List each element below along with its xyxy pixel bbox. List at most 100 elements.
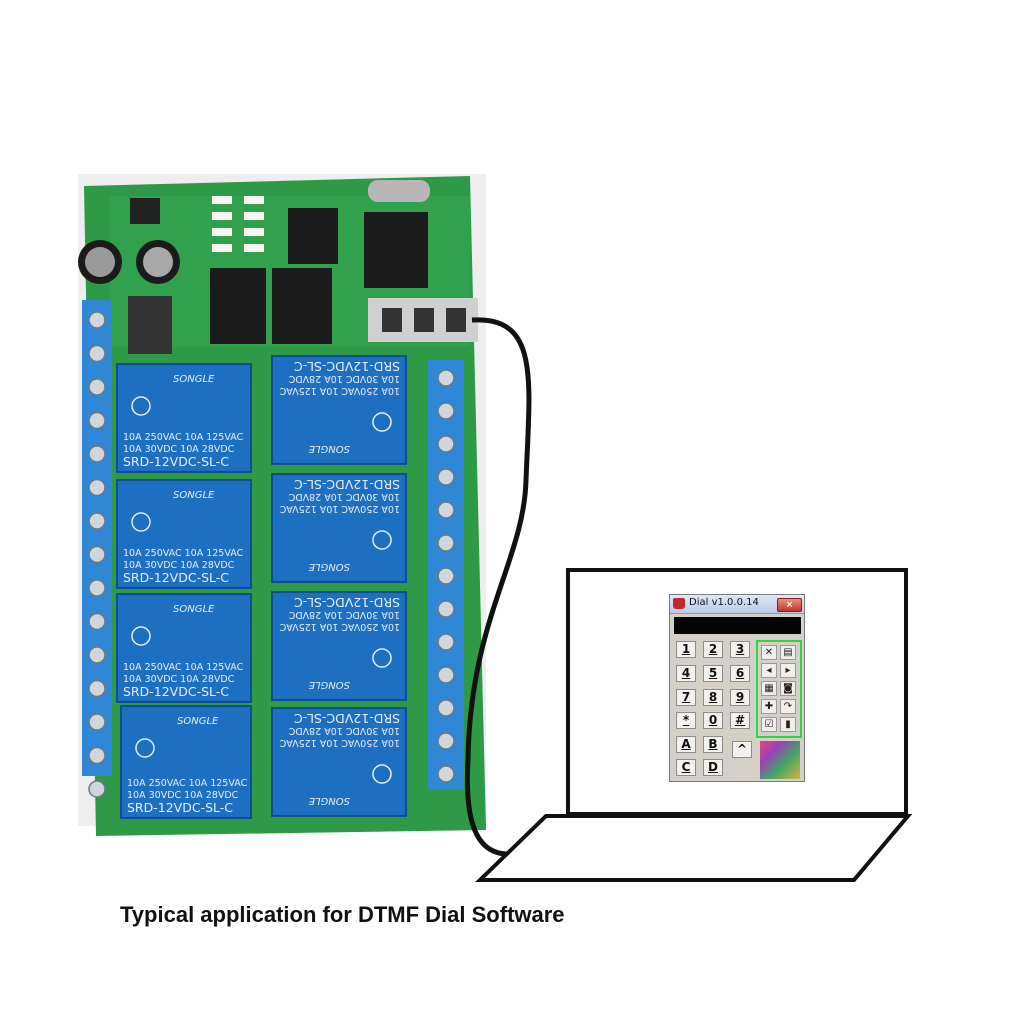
key-8[interactable]: 8 (703, 689, 723, 706)
checkbox-icon[interactable]: ☑ (761, 717, 777, 732)
terminal-screw (437, 699, 455, 717)
key-c[interactable]: C (676, 759, 696, 776)
relay-label: SRD-12VDC-SL-C (123, 454, 229, 469)
tool-panel: ✕ ▤ ◂ ▸ ▦ ◙ ✚ ↷ ☑ ▮ (756, 640, 802, 738)
relay-label: SONGLE (308, 443, 350, 454)
relay-label: SONGLE (177, 716, 219, 727)
relay-label: 10A 30VDC 10A 28VDC (123, 674, 235, 685)
redo-icon[interactable]: ↷ (780, 699, 796, 714)
key-3[interactable]: 3 (730, 641, 750, 658)
terminal-screw (437, 600, 455, 618)
reset-button (130, 198, 160, 224)
relay-label: 10A 30VDC 10A 28VDC (288, 725, 400, 736)
terminal-screw (437, 402, 455, 420)
info-icon[interactable]: ▮ (780, 717, 796, 732)
terminal-screw (437, 567, 455, 585)
relay-label: SONGLE (173, 374, 215, 385)
terminal-screw (88, 780, 106, 798)
ic-chip (272, 268, 332, 344)
key-d[interactable]: D (703, 759, 723, 776)
add-icon[interactable]: ✚ (761, 699, 777, 714)
relay-label: SONGLE (308, 795, 350, 806)
terminal-screw (437, 435, 455, 453)
relay-label: SRD-12VDC-SL-C (123, 684, 229, 699)
relay-label: 10A 250VAC 10A 125VAC (279, 737, 400, 748)
dial-titlebar[interactable]: Dial v1.0.0.14 × (670, 595, 804, 614)
key-a[interactable]: A (676, 736, 696, 753)
close-button[interactable]: × (777, 598, 802, 612)
ic-chip (210, 268, 266, 344)
ic-chip (364, 212, 428, 288)
terminal-screw (88, 713, 106, 731)
close-x-icon[interactable]: ✕ (761, 645, 777, 660)
terminal-screw (88, 746, 106, 765)
relay-label: SRD-12VDC-SL-C (294, 711, 400, 726)
terminal-screw (437, 732, 455, 750)
relay-label: 10A 250VAC 10A 125VAC (279, 385, 400, 396)
print-icon[interactable]: ▦ (761, 681, 777, 696)
key-6[interactable]: 6 (730, 665, 750, 682)
terminal-screw (88, 679, 106, 698)
rewind-icon[interactable]: ◂ (761, 663, 777, 678)
terminal-screw (437, 534, 455, 552)
key-0[interactable]: 0 (703, 712, 723, 729)
key-4[interactable]: 4 (676, 665, 696, 682)
relay-label: 10A 30VDC 10A 28VDC (123, 444, 235, 455)
terminal-screw (437, 666, 455, 684)
dial-app-window[interactable]: Dial v1.0.0.14 × 1 2 3 4 5 6 7 8 9 * 0 #… (669, 594, 805, 782)
play-icon[interactable]: ▸ (780, 663, 796, 678)
relay-label: SRD-12VDC-SL-C (123, 570, 229, 585)
key-5[interactable]: 5 (703, 665, 723, 682)
relay-label: 10A 30VDC 10A 28VDC (123, 560, 235, 571)
relay-label: 10A 30VDC 10A 28VDC (288, 373, 400, 384)
paste-icon[interactable]: ▤ (780, 645, 796, 660)
relay-label: 10A 30VDC 10A 28VDC (127, 790, 239, 801)
relay-label: 10A 250VAC 10A 125VAC (279, 621, 400, 632)
terminal-screw (88, 411, 106, 430)
key-b[interactable]: B (703, 736, 723, 753)
relay-label: 10A 30VDC 10A 28VDC (288, 609, 400, 620)
terminal-screw (437, 633, 455, 651)
dial-number-display (674, 617, 801, 634)
key-star[interactable]: * (676, 712, 696, 729)
relay-label: 10A 30VDC 10A 28VDC (288, 491, 400, 502)
terminal-screw (88, 512, 106, 530)
key-9[interactable]: 9 (730, 689, 750, 706)
relay-label: SONGLE (173, 490, 215, 501)
laptop-base (475, 814, 913, 882)
up-arrow-button[interactable]: ^ (732, 741, 752, 758)
key-hash[interactable]: # (730, 712, 750, 729)
relay-label: 10A 250VAC 10A 125VAC (123, 662, 244, 673)
terminal-screw (437, 369, 455, 387)
audio-cable (464, 317, 532, 857)
terminal-screw (88, 612, 106, 631)
key-1[interactable]: 1 (676, 641, 696, 658)
terminal-screw (437, 765, 455, 783)
relay-label: SONGLE (308, 561, 350, 572)
terminal-screw (88, 478, 106, 497)
camera-icon[interactable]: ◙ (780, 681, 796, 696)
relay-label: SRD-12VDC-SL-C (294, 595, 400, 610)
key-2[interactable]: 2 (703, 641, 723, 658)
caption: Typical application for DTMF Dial Softwa… (120, 902, 565, 927)
relay-label: 10A 250VAC 10A 125VAC (127, 778, 248, 789)
terminal-screw (437, 501, 455, 519)
relay-label: 10A 250VAC 10A 125VAC (123, 432, 244, 443)
terminal-screw (88, 646, 106, 664)
terminal-screw (88, 378, 106, 396)
relay-label: SONGLE (308, 679, 350, 690)
voltage-regulator (128, 296, 172, 354)
terminal-screw (88, 579, 106, 597)
key-7[interactable]: 7 (676, 689, 696, 706)
terminal-screw (88, 344, 106, 363)
dial-window-title: Dial v1.0.0.14 (689, 597, 759, 608)
ic-chip (288, 208, 338, 264)
